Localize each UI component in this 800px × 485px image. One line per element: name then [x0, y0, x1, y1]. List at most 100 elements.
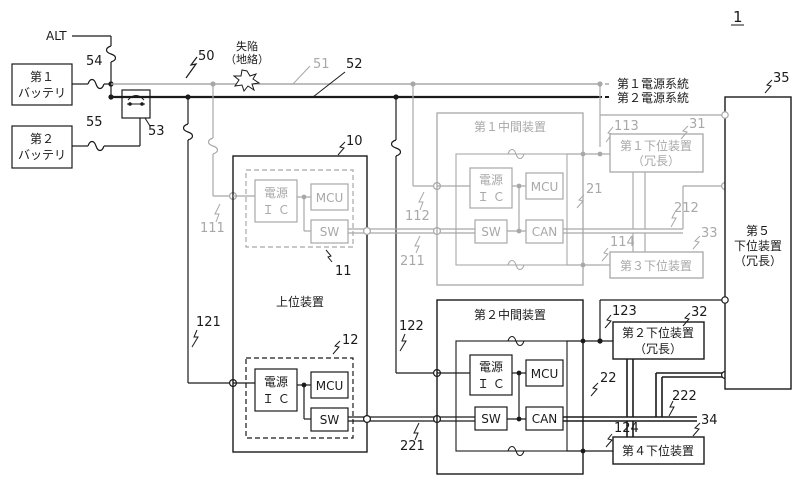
label-51-leader	[292, 65, 311, 85]
label-122-leader	[399, 333, 407, 352]
mid1-top-fuse-icon	[507, 148, 525, 160]
lower-device-2-label: 第２下位装置（冗長）	[622, 325, 694, 356]
label-34-leader	[692, 422, 701, 437]
label-112: 112	[405, 209, 430, 224]
label-222: 222	[672, 389, 697, 404]
lower-device-1-label: 第１下位装置（冗長）	[620, 138, 692, 168]
battery-1-label: 第１バッテリ	[18, 70, 66, 100]
label-34: 34	[701, 413, 718, 428]
label-111-leader	[214, 203, 221, 223]
battery-2-fuse-icon	[87, 140, 105, 152]
label-212-leader	[670, 211, 677, 228]
junction-dot	[597, 338, 603, 344]
second-power-system-label: 第２電源系統	[617, 91, 689, 105]
upper-device-label: 上位装置	[276, 294, 324, 309]
label-52-leader	[312, 71, 346, 98]
mcu-21-label: MCU	[531, 180, 559, 194]
power-ic-22	[469, 354, 513, 396]
label-33-leader	[692, 235, 701, 250]
label-52: 52	[346, 57, 363, 72]
label-53: 53	[148, 124, 165, 139]
label-22: 22	[600, 371, 617, 386]
label-114-leader	[601, 247, 609, 262]
junction-dot	[516, 416, 522, 422]
can-21-label: CAN	[532, 225, 558, 239]
label-114: 114	[610, 235, 635, 250]
relay-contact-a	[128, 102, 132, 106]
label-22-leader	[590, 382, 599, 397]
relay-arc	[127, 95, 145, 101]
node-35-black	[721, 296, 729, 304]
lower-device-5-label: 第５下位装置（冗長）	[734, 224, 782, 268]
power-ic-21	[469, 167, 513, 209]
power-ic-21-label: 電源Ｉ Ｃ	[477, 173, 505, 204]
mcu-12-label: MCU	[316, 379, 344, 393]
sw-12-label: SW	[320, 413, 340, 427]
label-12-leader	[332, 340, 341, 355]
mid2-top-fuse-icon	[507, 335, 525, 347]
label-121-leader	[191, 329, 199, 348]
lower-device-4	[612, 436, 705, 465]
mid2-bottom-fuse-icon	[507, 445, 525, 457]
power-ic-11-label: 電源Ｉ Ｃ	[262, 186, 290, 217]
alt-fuse-icon	[105, 45, 117, 63]
figure-number: 1	[733, 8, 743, 26]
label-111: 111	[200, 221, 225, 236]
label-11: 11	[335, 264, 352, 279]
label-10-leader	[337, 141, 346, 156]
label-35: 35	[773, 71, 790, 86]
battery-2	[11, 125, 73, 169]
battery-1	[11, 63, 73, 106]
mid-device-1-title: 第１中間装置	[474, 119, 546, 134]
mid-device-2-inner	[455, 340, 568, 452]
label-10: 10	[346, 134, 363, 149]
label-21-leader	[576, 194, 585, 209]
label-211-leader	[414, 235, 421, 254]
battery-1-fuse-icon	[87, 78, 105, 90]
sw-22-label: SW	[481, 412, 501, 426]
lower-device-4-label: 第４下位装置	[622, 443, 694, 458]
upper-device	[232, 155, 368, 453]
mid-device-2-title: 第２中間装置	[474, 307, 546, 322]
label-123: 123	[612, 304, 637, 319]
power-ic-22-label: 電源Ｉ Ｃ	[477, 360, 505, 391]
mcu-11-label: MCU	[316, 191, 344, 205]
fuse-122-icon	[390, 139, 402, 157]
battery-2-label: 第２バッテリ	[18, 132, 66, 162]
label-35-leader	[764, 79, 773, 94]
first-power-system-label: 第１電源系統	[617, 77, 689, 91]
label-212: 212	[674, 201, 699, 216]
node-35-gray	[721, 111, 729, 119]
fuse-111-icon	[207, 137, 219, 155]
label-31-leader	[680, 125, 689, 140]
lower-device-5	[724, 96, 792, 390]
label-11-leader	[325, 249, 333, 263]
label-50-leader	[185, 56, 198, 79]
junction-dot	[108, 94, 114, 100]
mid-device-1-inner	[455, 153, 568, 266]
relay-contact-b	[140, 102, 144, 106]
can-22-label: CAN	[532, 412, 558, 426]
label-211: 211	[400, 254, 425, 269]
mid-device-2	[436, 299, 584, 475]
label-51: 51	[313, 57, 330, 72]
mcu-11	[310, 183, 349, 211]
relay-label-leader	[144, 117, 151, 127]
label-31: 31	[689, 117, 706, 132]
sw-21-label: SW	[481, 225, 501, 239]
control-unit-11	[245, 169, 354, 248]
fuse-121-icon	[182, 123, 194, 141]
sw-11-label: SW	[320, 225, 340, 239]
label-50: 50	[198, 49, 215, 64]
mcu-12	[310, 371, 349, 399]
alt-label: ALT	[46, 29, 67, 43]
mcu-22	[525, 359, 564, 387]
power-ic-12-label: 電源Ｉ Ｃ	[262, 375, 290, 406]
lower-device-1	[609, 133, 704, 173]
lower-device-3	[609, 251, 704, 279]
ground-fault-label: 失陥（地絡）	[225, 39, 269, 66]
label-21: 21	[586, 182, 603, 197]
node-211-upper	[363, 227, 372, 236]
power-ic-11	[254, 179, 298, 223]
